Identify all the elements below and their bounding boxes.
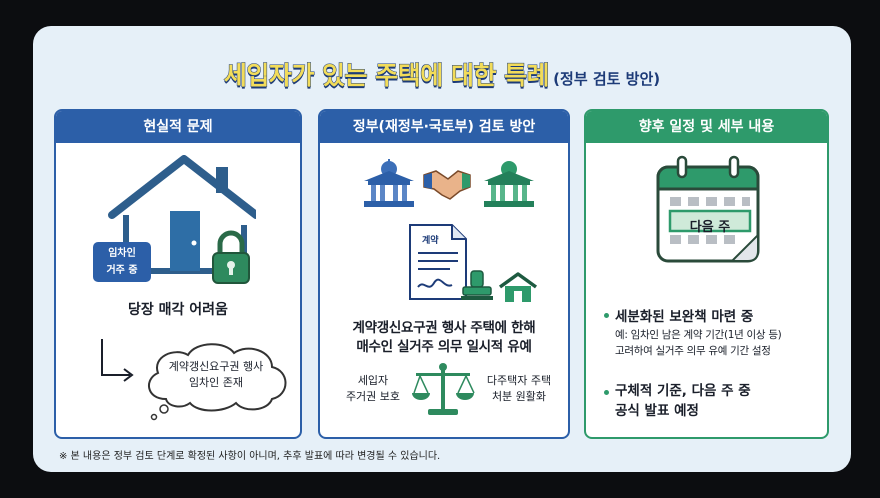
panel-header-government: 정부(재정부·국토부) 검토 방안 <box>320 111 568 143</box>
calendar-icon <box>656 155 760 263</box>
lock-icon <box>212 230 250 284</box>
panel-header-schedule: 향후 일정 및 세부 내용 <box>586 111 827 143</box>
bullet-dot <box>604 313 609 318</box>
plan-main-text: 계약갱신요구권 행사 주택에 한해 매수인 실거주 의무 일시적 유예 <box>352 320 536 355</box>
bullet-2-text: 구체적 기준, 다음 주 중 공식 발표 예정 <box>615 383 751 419</box>
panel-header-problem: 현실적 문제 <box>56 111 300 143</box>
arrow-icon <box>101 339 134 382</box>
title-sub: (정부 검토 방안) <box>553 70 661 88</box>
government-building-icon <box>364 159 414 207</box>
contract-label: 계약 <box>422 236 439 246</box>
problem-caption: 당장 매각 어려움 <box>128 302 228 318</box>
stamp-icon <box>461 270 493 300</box>
scales-icon <box>412 363 475 415</box>
thought-text: 계약갱신요구권 행사 임차인 존재 <box>168 360 264 389</box>
tenant-protection-label: 세입자 주거권 보호 <box>345 374 401 403</box>
footnote: ※ 본 내용은 정부 검토 단계로 확정된 사항이 아니며, 추후 발표에 따라… <box>59 451 441 462</box>
house-icon <box>108 155 256 274</box>
panel-schedule: 향후 일정 및 세부 내용 다음 주 세분화된 보완책 마련 중 예: 임차인 … <box>584 109 829 439</box>
panel-government-plan: 정부(재정부·국토부) 검토 방안 <box>318 109 570 439</box>
resident-badge: 임차인 거주 중 <box>93 242 151 282</box>
disposal-label: 다주택자 주택 처분 원활화 <box>486 374 552 403</box>
thought-cloud-icon <box>148 343 287 421</box>
panel-problem: 현실적 문제 임차인 거주 중 당장 매각 어려움 <box>54 109 302 439</box>
bullet-1-detail: 예: 임차인 남은 계약 기간(1년 이상 등) 고려하여 실거주 의무 유예 … <box>615 329 782 357</box>
government-building-icon-green <box>484 161 534 207</box>
handshake-icon <box>423 170 471 200</box>
bullet-1-text: 세분화된 보완책 마련 중 <box>615 309 754 325</box>
calendar-label: 다음 주 <box>689 220 731 235</box>
small-house-icon <box>498 272 538 302</box>
page-title: 세입자가 있는 주택에 대한 특례(정부 검토 방안) <box>33 56 851 92</box>
contract-icon <box>409 224 467 300</box>
infographic-card: 세입자가 있는 주택에 대한 특례(정부 검토 방안) 현실적 문제 임차인 거… <box>33 26 851 472</box>
title-main: 세입자가 있는 주택에 대한 특례 <box>223 61 550 91</box>
bullet-dot <box>604 390 609 395</box>
